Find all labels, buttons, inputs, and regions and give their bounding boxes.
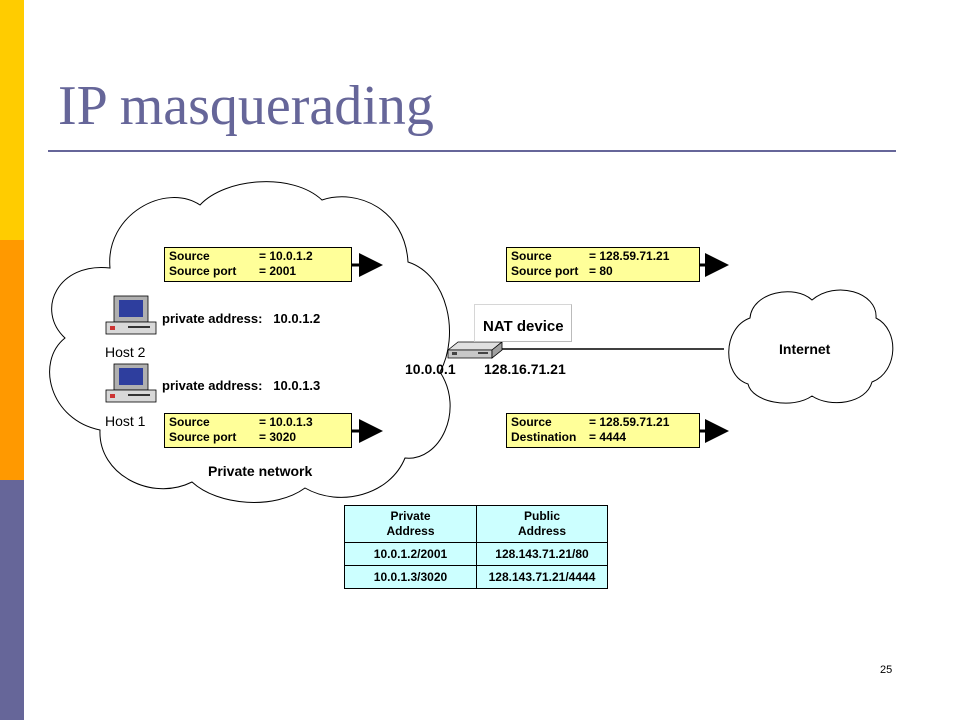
host1-name: Host 1: [105, 413, 146, 429]
table-cell: 128.143.71.21/80: [476, 542, 608, 566]
accent-bar-yellow: [0, 0, 24, 240]
nat-inside-ip: 10.0.0.1: [405, 361, 456, 377]
nat-outside-ip: 128.16.71.21: [484, 361, 566, 377]
table-row: 10.0.1.3/3020 128.143.71.21/4444: [344, 565, 608, 589]
table-row: 10.0.1.2/2001 128.143.71.21/80: [344, 542, 608, 566]
packet-host1: Source= 10.0.1.3 Source port= 3020: [164, 413, 352, 448]
title-underline: [48, 150, 896, 152]
packet-public-top: Source= 128.59.71.21 Source port= 80: [506, 247, 700, 282]
internet-cloud: [728, 289, 894, 404]
table-cell: 10.0.1.2/2001: [344, 542, 477, 566]
packet-public-bottom: Source= 128.59.71.21 Destination= 4444: [506, 413, 700, 448]
host1-computer-icon: [105, 363, 157, 403]
table-header-public: Public Address: [476, 505, 608, 543]
table-cell: 128.143.71.21/4444: [476, 565, 608, 589]
host1-address-label: private address: 10.0.1.3: [162, 378, 321, 393]
table-header-private: Private Address: [344, 505, 477, 543]
internet-label: Internet: [779, 341, 831, 357]
private-network-label: Private network: [208, 463, 313, 479]
accent-bar-orange: [0, 240, 24, 480]
packet-host2: Source= 10.0.1.2 Source port= 2001: [164, 247, 352, 282]
nat-device-label: NAT device: [474, 304, 572, 342]
private-network-cloud: [49, 181, 451, 503]
nat-translation-table: Private Address Public Address 10.0.1.2/…: [344, 505, 608, 589]
table-cell: 10.0.1.3/3020: [344, 565, 477, 589]
host2-name: Host 2: [105, 344, 146, 360]
slide-title: IP masquerading: [58, 75, 434, 137]
accent-bar-purple: [0, 480, 24, 720]
host2-address-label: private address: 10.0.1.2: [162, 311, 321, 326]
nat-device-icon: [446, 341, 504, 359]
table-header-row: Private Address Public Address: [344, 505, 608, 543]
page-number: 25: [880, 664, 893, 676]
host2-computer-icon: [105, 295, 157, 335]
